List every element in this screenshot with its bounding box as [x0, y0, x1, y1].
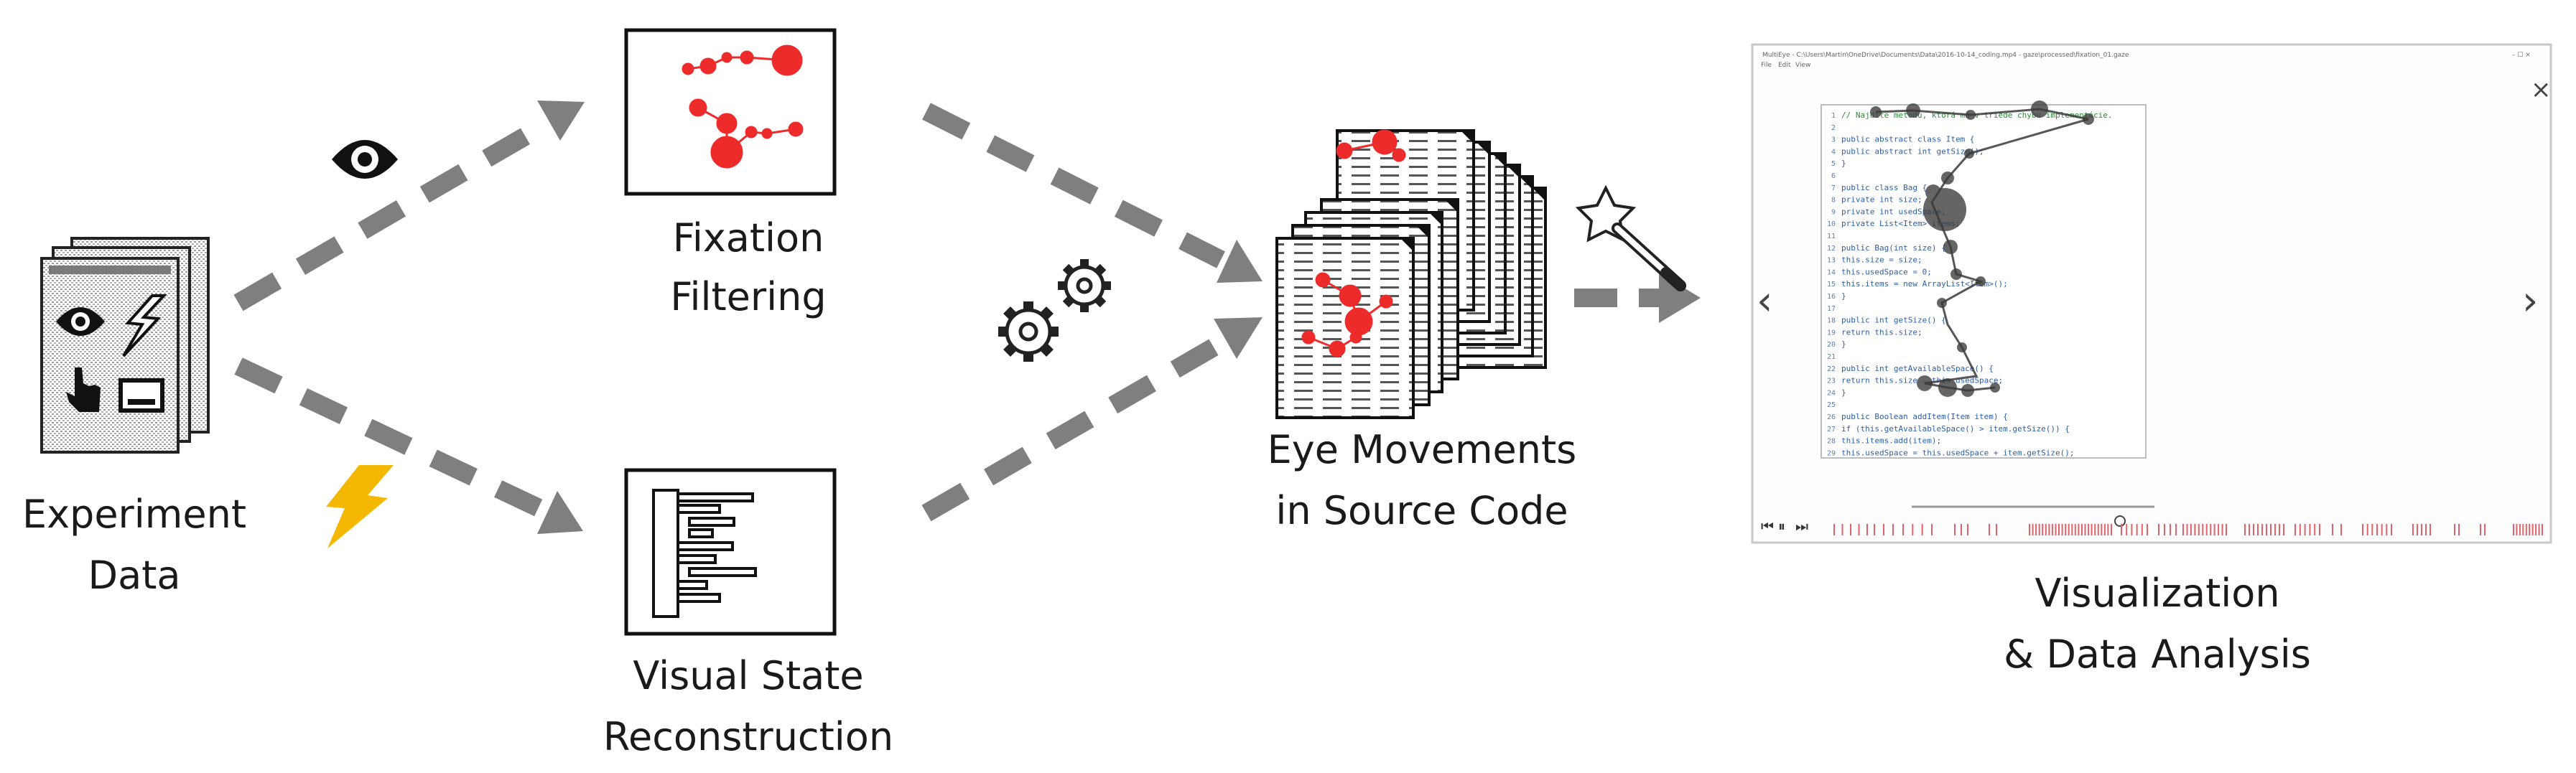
code-line-number: 5: [1831, 160, 1836, 168]
code-line-number: 20: [1827, 341, 1836, 349]
close-icon[interactable]: ×: [2531, 75, 2552, 104]
code-lines: 1// Najdite metodu, ktorá má v triede ch…: [1827, 111, 2113, 457]
code-line: if (this.getAvailableSpace() > item.getS…: [1841, 424, 2070, 434]
gaze-fixations: [1870, 100, 2094, 397]
code-line-number: 6: [1831, 172, 1836, 180]
code-line-number: 15: [1827, 281, 1836, 289]
code-line-number: 16: [1827, 293, 1836, 301]
menu-item-view[interactable]: View: [1795, 62, 1810, 69]
code-line: return this.size;: [1841, 327, 1922, 337]
scrub-handle[interactable]: [2114, 515, 2126, 527]
code-line: this.items = new ArrayList<Item>();: [1841, 279, 2008, 289]
code-line-number: 9: [1831, 208, 1836, 216]
code-line: }: [1841, 159, 1846, 168]
code-line-number: 14: [1827, 268, 1836, 276]
code-line: this.items.add(item);: [1841, 436, 1941, 446]
code-line: private int size;: [1841, 195, 1922, 205]
code-line-number: 23: [1827, 378, 1836, 385]
visual-state-reconstruction-box: [624, 468, 837, 636]
fixation-filtering-label-1: Fixation: [673, 215, 824, 261]
code-line-number: 19: [1827, 329, 1836, 337]
menu-bar: File Edit View: [1761, 62, 1810, 69]
code-line: }: [1841, 388, 1846, 397]
eye-icon: [56, 307, 105, 336]
code-line-number: 22: [1827, 365, 1836, 373]
code-line: public Bag(int size) {: [1841, 243, 1946, 253]
experiment-data-label-1: Experiment: [22, 492, 246, 537]
magic-wand-icon: [1575, 184, 1686, 291]
code-line-number: 10: [1827, 220, 1836, 228]
code-line-number: 17: [1827, 305, 1836, 313]
code-line-number: 1: [1831, 112, 1836, 120]
code-line-number: 2: [1831, 124, 1836, 132]
lightning-icon: [326, 465, 394, 548]
code-line: public int getSize() {: [1841, 316, 1946, 325]
code-line-number: 29: [1827, 449, 1836, 457]
menu-item-file[interactable]: File: [1761, 62, 1772, 69]
code-line-number: 27: [1827, 426, 1836, 434]
gears-icon: [998, 259, 1111, 362]
skip-back-icon[interactable]: ⏮: [1761, 517, 1774, 535]
code-line: public Boolean addItem(Item item) {: [1841, 412, 2008, 421]
hand-pointer-icon: [66, 367, 101, 412]
code-line-number: 24: [1827, 389, 1836, 397]
code-line: this.usedSpace = this.usedSpace + item.g…: [1841, 448, 2075, 457]
code-line-number: 7: [1831, 184, 1836, 192]
window-title: MultiEye - C:\Users\Martin\OneDrive\Docu…: [1762, 52, 2129, 59]
code-line-number: 13: [1827, 257, 1836, 265]
window-controls[interactable]: – ☐ ×: [2512, 52, 2531, 59]
visual-state-label-1: Visual State: [633, 653, 863, 698]
eye-icon: [332, 140, 398, 179]
code-line: public class Bag {: [1841, 183, 1927, 192]
code-line-number: 12: [1827, 245, 1836, 253]
code-line: this.usedSpace = 0;: [1841, 267, 1932, 276]
source-code-pages: [1275, 129, 1547, 419]
arrow-eye-movements-to-visualization: [1574, 273, 1701, 323]
code-line: }: [1841, 291, 1846, 301]
menu-item-edit[interactable]: Edit: [1778, 62, 1791, 69]
visual-state-label-2: Reconstruction: [603, 714, 893, 759]
code-line-number: 3: [1831, 136, 1836, 144]
timeline-markers[interactable]: [1833, 524, 2543, 535]
arrow-data-to-fixation: [233, 100, 585, 311]
code-line-number: 11: [1827, 233, 1836, 240]
code-line-number: 18: [1827, 317, 1836, 325]
code-line: private int usedSpace;: [1841, 207, 1946, 216]
code-line: this.size = size;: [1841, 256, 1922, 265]
screen-icon: [118, 378, 164, 413]
visualization-window: MultiEye - C:\Users\Martin\OneDrive\Docu…: [1751, 43, 2552, 544]
fixation-filtering-label-2: Filtering: [670, 274, 826, 319]
experiment-data-label-2: Data: [88, 553, 181, 598]
code-line-number: 4: [1831, 148, 1836, 156]
next-image-icon[interactable]: ›: [2522, 278, 2538, 324]
code-line: public abstract class Item {: [1841, 135, 1974, 144]
code-line: public int getAvailableSpace() {: [1841, 364, 1994, 373]
fixation-points: [682, 44, 804, 169]
code-line: }: [1841, 339, 1846, 349]
code-line-number: 21: [1827, 353, 1836, 361]
visualization-label-2: & Data Analysis: [2004, 632, 2311, 677]
code-line-number: 25: [1827, 401, 1836, 409]
visualization-label-1: Visualization: [2035, 571, 2279, 616]
fixation-filtering-box: [624, 28, 837, 196]
eye-movements-label-1: Eye Movements: [1268, 427, 1577, 472]
arrow-data-to-reconstruction: [234, 357, 583, 534]
eye-movements-label-2: in Source Code: [1275, 488, 1568, 533]
source-code-fixations: [1301, 129, 1406, 357]
arrow-fixation-to-eye-movements: [922, 103, 1263, 283]
arrow-reconstruction-to-eye-movements: [921, 317, 1263, 522]
code-line-number: 8: [1831, 197, 1836, 205]
lightning-icon: [122, 294, 167, 357]
skip-forward-icon[interactable]: ⏭: [1795, 517, 1808, 535]
code-line-number: 28: [1827, 438, 1836, 446]
previous-image-icon[interactable]: ‹: [1757, 278, 1772, 324]
pause-icon[interactable]: ⏸: [1778, 517, 1785, 535]
experiment-data-icon: [40, 237, 210, 454]
code-line-number: 26: [1827, 413, 1836, 421]
code-line: public abstract int getSize();: [1841, 146, 1984, 156]
